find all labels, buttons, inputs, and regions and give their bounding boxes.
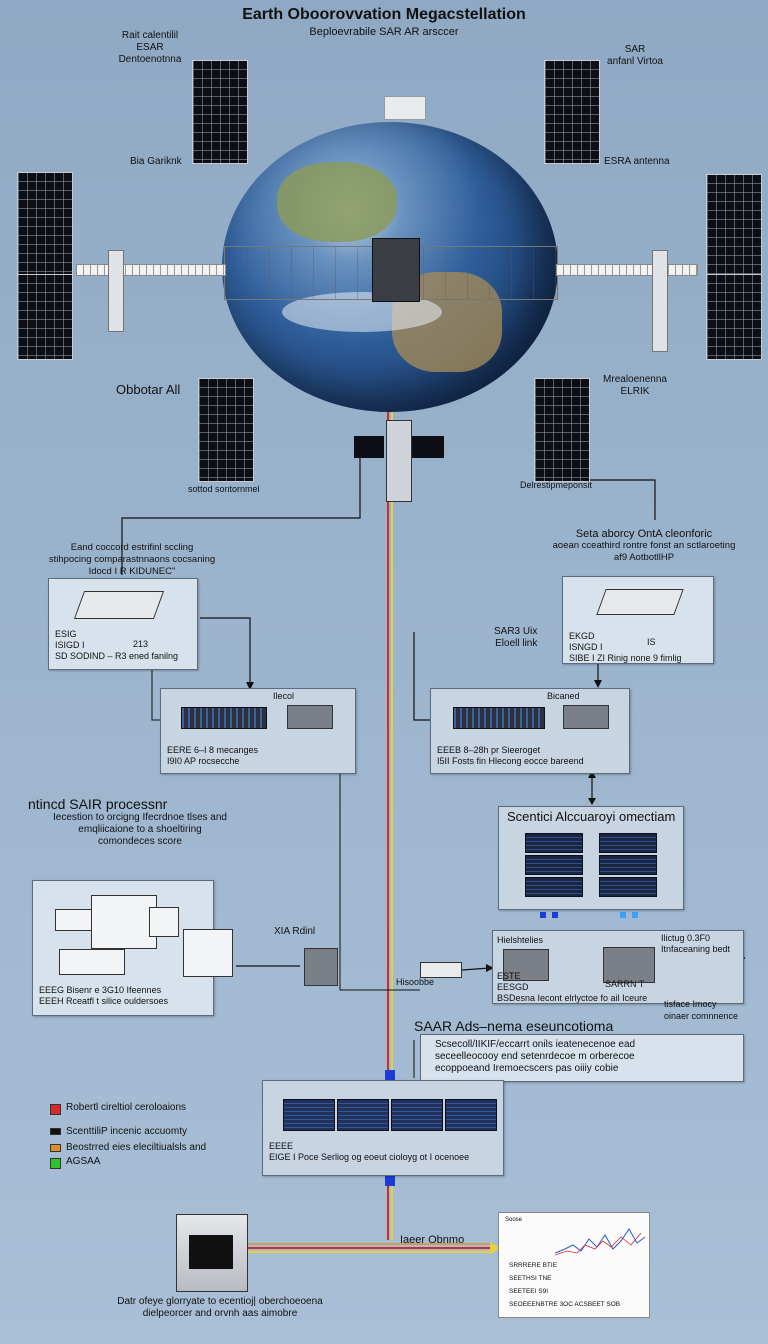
- solar-panel-lower-right: [534, 378, 590, 482]
- sar-adsnema-box[interactable]: Scsecoll/IIKIF/eccarrt onils ieateneceno…: [420, 1034, 744, 1082]
- panel-caption-right: Delrestipmeponsit: [520, 480, 593, 490]
- label-mid-right: ESRA antenna: [604, 156, 670, 167]
- link-proc-right: [413, 632, 430, 721]
- processing-left-title: Ilecol: [273, 691, 295, 701]
- fiber-relay-device: [420, 962, 462, 978]
- antenna-mast: [384, 96, 426, 120]
- science-cluster-title: Scentici Alccuaroyi omectiam: [507, 809, 676, 824]
- bottom-caption: Datr ofeye glorryate to ecentioj| oberch…: [117, 1296, 323, 1319]
- diagram-subtitle: Beploevrabile SAR AR arsccer: [309, 26, 459, 38]
- truss-left: [76, 264, 226, 276]
- report-sparkline: [555, 1228, 645, 1256]
- ground-station-right-icon: [596, 589, 684, 615]
- report-document[interactable]: Soose SRRRERE BTIE SEETHSI TNE SEETEEI S…: [498, 1212, 650, 1318]
- legend-label-2: ScenttiliP incenic accuomty: [66, 1126, 187, 1137]
- workstation-link-label: XIA Rdinl: [274, 926, 316, 937]
- report-row-3: SEETEEI S9I: [509, 1288, 549, 1295]
- ground-right-badge: IS: [647, 637, 656, 647]
- sar-adsnema-title: SAAR Ads–nema eseuncotioma: [414, 1018, 614, 1034]
- solar-panel-left-lower: [17, 274, 73, 360]
- bottom-flow-label: Iaeer Obnmo: [400, 1234, 465, 1246]
- legend-label-3: Beostrred eies eleciltiualsls and: [66, 1142, 207, 1153]
- legend-swatch-2: [50, 1128, 61, 1135]
- legend-swatch-3: [50, 1144, 61, 1152]
- distributor-device-label: SARRN T: [605, 979, 645, 989]
- truss-right: [556, 264, 698, 276]
- legend-label-1: Robertl cireltiol ceroloaions: [66, 1102, 187, 1113]
- solar-panel-right-upper: [706, 174, 762, 278]
- workstation-hub: [304, 948, 338, 986]
- processing-right-server: [453, 707, 545, 729]
- processing-left-server: [181, 707, 267, 729]
- legend: Robertl cireltiol ceroloaions ScenttiliP…: [50, 1102, 260, 1172]
- relay-node-2: [385, 1176, 395, 1186]
- science-cluster[interactable]: Scentici Alccuaroyi omectiam: [498, 806, 684, 910]
- report-row-1: SRRRERE BTIE: [509, 1262, 558, 1269]
- solar-panel-top-right: [544, 60, 600, 164]
- data-terminal: [176, 1214, 248, 1292]
- ground-left-badge: 213: [133, 639, 149, 649]
- report-header: Soose: [505, 1217, 523, 1223]
- report-row-2: SEETHSI TNE: [509, 1275, 552, 1282]
- solar-panel-lower-left: [198, 378, 254, 482]
- relay-label: Hisoobbe: [396, 977, 435, 987]
- relay-satellite: [386, 420, 412, 502]
- panel-caption-left: sottod sontornmel: [188, 484, 260, 494]
- link-sat-to-ground-left: [121, 440, 361, 575]
- solar-panel-right-lower: [706, 274, 762, 360]
- processing-right-title: Bicaned: [547, 691, 580, 701]
- diagram-title: Earth Oboorovvation Megacstellation: [242, 6, 526, 23]
- legend-swatch-1: [50, 1104, 61, 1115]
- label-mid-left: Bia Gariknk: [130, 156, 182, 167]
- report-row-4: SEOEEENBTRE 3OC ACSBEET SOB: [509, 1301, 621, 1308]
- sar-processor-desc: Iecestion to orcigng Ifecrdnoe tlses and…: [53, 812, 227, 847]
- link-ground-left-to-proc: [200, 617, 251, 686]
- distributor-tag: Hielshtelies: [497, 935, 544, 945]
- label-lower-left: Obbotar All: [116, 382, 181, 397]
- ground-station-left-icon: [73, 591, 165, 619]
- solar-panel-left-upper: [17, 172, 73, 276]
- legend-label-4: AGSAA: [66, 1156, 101, 1167]
- legend-swatch-4: [50, 1158, 61, 1169]
- relay-node-1: [385, 1070, 395, 1080]
- central-satellite-bus: [372, 238, 420, 302]
- link-sat-to-ground-right: [560, 479, 656, 520]
- sar-processor-title: ntincd SAIR processnr: [28, 796, 168, 812]
- solar-panel-top-left: [192, 60, 248, 164]
